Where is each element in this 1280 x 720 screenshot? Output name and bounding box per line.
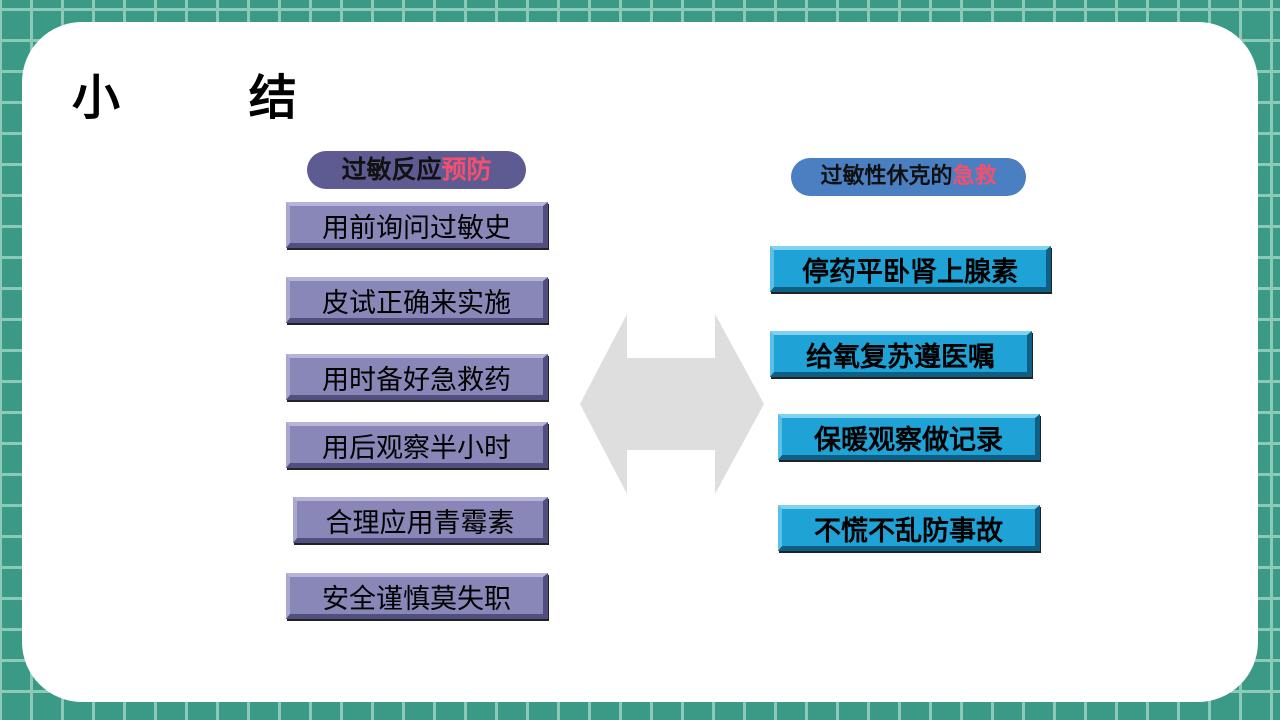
slide-title: 小 结 <box>72 70 353 126</box>
left-header: 过敏反应预防 <box>307 151 526 189</box>
right-header-highlight: 急救 <box>952 164 997 189</box>
prevention-item: 用前询问过敏史 <box>286 202 548 248</box>
first-aid-item: 停药平卧肾上腺素 <box>770 246 1051 292</box>
left-header-main: 过敏反应 <box>341 155 442 184</box>
first-aid-item: 不慌不乱防事故 <box>778 505 1040 551</box>
prevention-item: 皮试正确来实施 <box>286 277 548 323</box>
right-header-main: 过敏性休克的 <box>820 164 953 189</box>
prevention-item: 合理应用青霉素 <box>293 497 548 543</box>
prevention-item: 安全谨慎莫失职 <box>286 573 548 619</box>
prevention-item: 用后观察半小时 <box>286 422 548 468</box>
prevention-item: 用时备好急救药 <box>286 354 548 400</box>
double-arrow-icon <box>580 314 764 494</box>
first-aid-item: 保暖观察做记录 <box>778 414 1040 460</box>
first-aid-item: 给氧复苏遵医嘱 <box>770 331 1032 377</box>
right-header: 过敏性休克的急救 <box>791 158 1026 196</box>
left-header-highlight: 预防 <box>441 155 492 184</box>
